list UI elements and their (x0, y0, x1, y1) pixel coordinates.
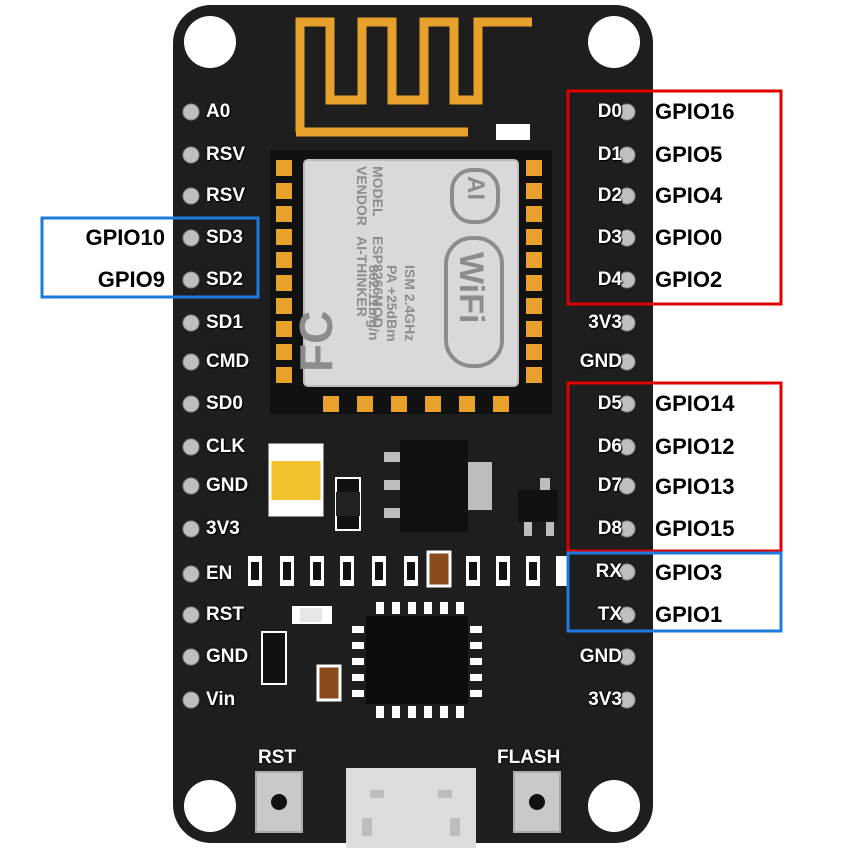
gpio-label-d8: GPIO15 (655, 516, 735, 541)
pin-label-a0: A0 (206, 101, 231, 122)
pin-label-clk: CLK (206, 436, 246, 457)
gpio-label-d0: GPIO16 (655, 99, 735, 124)
svg-text:WiFi: WiFi (452, 252, 490, 323)
gpio-label-d7: GPIO13 (655, 474, 735, 499)
pin-label-gnd-right-1: GND (579, 351, 622, 372)
gpio-label-sd3: GPIO10 (85, 225, 165, 250)
mounting-hole-bottom-right (588, 780, 640, 832)
pin-label-d7: D7 (597, 475, 622, 496)
module-power: PA +25dBm (384, 265, 400, 342)
pin-label-3v3-left: 3V3 (206, 518, 240, 539)
ai-cert-logo: AI (450, 168, 500, 224)
pin-label-tx: TX (597, 604, 622, 625)
gpio-label-d3: GPIO0 (655, 225, 723, 250)
gpio-label-d1: GPIO5 (655, 142, 723, 167)
module-vendor-label: VENDOR (354, 166, 370, 226)
right-pin-dots (618, 103, 636, 709)
module-model-label: MODEL (370, 166, 386, 217)
micro-usb-port (346, 768, 476, 848)
module-band: ISM 2.4GHz (402, 265, 418, 341)
module-model-value: ESP8266MOD (370, 236, 386, 328)
mounting-hole-bottom-left (184, 780, 236, 832)
pin-label-d8: D8 (597, 518, 622, 539)
pin-label-rst: RST (206, 604, 244, 625)
gpio-label-rx: GPIO3 (655, 560, 723, 585)
pin-label-3v3-right-2: 3V3 (588, 689, 622, 710)
pin-label-gnd-right-2: GND (579, 646, 622, 667)
fcc-logo-text: FC (290, 311, 342, 372)
pin-label-d2: D2 (597, 185, 622, 206)
mounting-hole-top-left (184, 16, 236, 68)
pin-label-rx: RX (595, 561, 622, 582)
usb-serial-chip (352, 602, 482, 718)
pin-label-sd1: SD1 (206, 312, 243, 333)
pin-label-vin: Vin (206, 689, 236, 710)
module-vendor-value: AI-THINKER (354, 236, 370, 317)
svg-text:AI: AI (462, 176, 489, 200)
left-pin-dots (182, 103, 200, 709)
gpio-group-box-d0-d4 (566, 89, 783, 306)
pin-label-cmd: CMD (206, 351, 250, 372)
pin-label-sd0: SD0 (206, 393, 243, 414)
reset-button-graphic (255, 771, 303, 833)
gpio-group-box-d5-d8 (566, 381, 783, 553)
mounting-hole-top-right (588, 16, 640, 68)
reset-button-label: RST (258, 747, 296, 768)
pin-label-en: EN (206, 563, 233, 584)
voltage-regulator (384, 440, 492, 532)
gpio-label-d6: GPIO12 (655, 434, 735, 459)
pin-label-d3: D3 (597, 227, 622, 248)
pin-label-sd2: SD2 (206, 269, 243, 290)
smd-resistor-brown (426, 550, 452, 588)
pin-label-sd3: SD3 (206, 227, 243, 248)
gpio-label-d5: GPIO14 (655, 391, 735, 416)
smd-resistor-brown-2 (316, 664, 342, 702)
resistor-row-bodies (251, 562, 537, 580)
pin-label-d5: D5 (597, 393, 622, 414)
module-pads-right (526, 160, 542, 383)
pin-label-rsv-1: RSV (206, 144, 246, 165)
module-pads-bottom (323, 396, 509, 412)
module-standard: 802.11b/g/n (366, 265, 382, 340)
pcb-antenna (295, 17, 532, 137)
pin-label-gnd-2: GND (206, 646, 249, 667)
pin-label-d4: D4 (597, 269, 622, 290)
gpio-label-tx: GPIO1 (655, 602, 723, 627)
gpio-label-d2: GPIO4 (655, 183, 723, 208)
gpio-label-d4: GPIO2 (655, 267, 723, 292)
rf-shield (303, 159, 519, 387)
small-capacitor-2 (261, 631, 287, 685)
gpio-label-sd2: GPIO9 (97, 267, 165, 292)
pin-label-d1: D1 (597, 144, 622, 165)
pin-label-gnd-1: GND (206, 475, 249, 496)
pin-label-rsv-2: RSV (206, 185, 246, 206)
pin-label-d6: D6 (597, 436, 622, 457)
gpio-group-box-sd3-sd2 (40, 216, 260, 299)
pin-label-3v3-right-1: 3V3 (588, 312, 622, 333)
wifi-logo: WiFi (444, 236, 504, 368)
antenna-smd (496, 124, 530, 140)
transistor (518, 478, 558, 536)
flash-button-graphic (513, 771, 561, 833)
flash-button-label: FLASH (497, 747, 561, 768)
pin-label-d0: D0 (597, 101, 622, 122)
module-pads-left (276, 160, 292, 383)
gpio-group-box-rx-tx (566, 551, 783, 633)
